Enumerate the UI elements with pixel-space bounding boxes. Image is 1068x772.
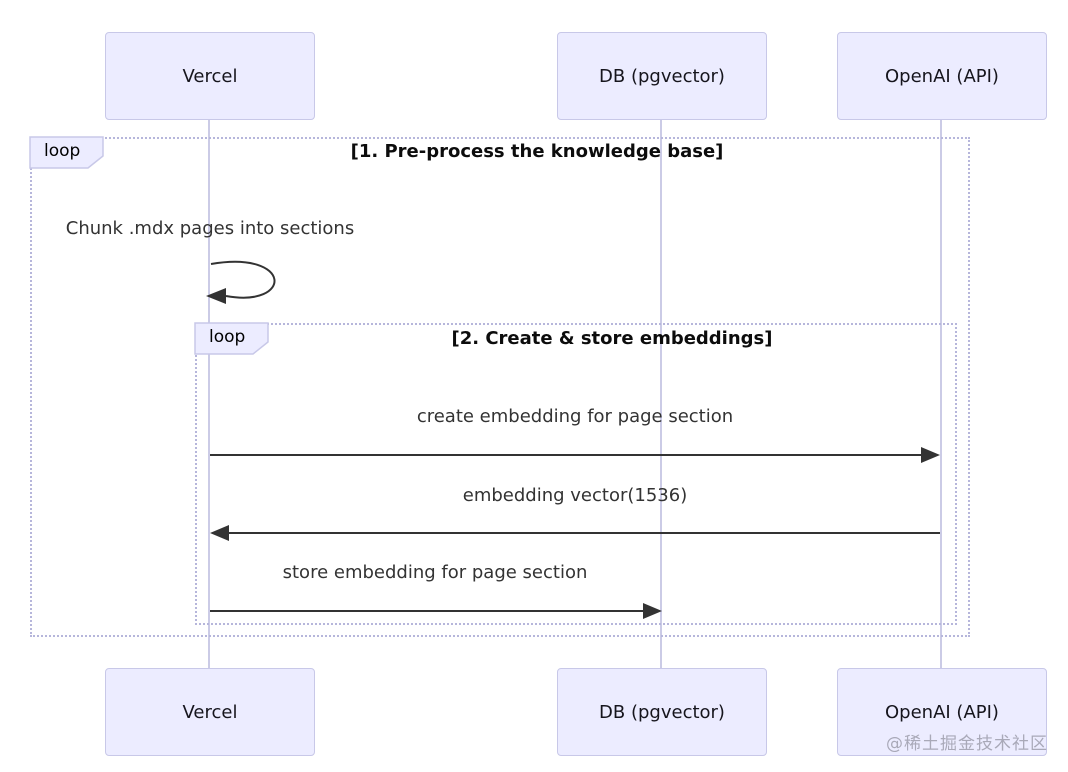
- loop-2-frame: [195, 323, 957, 625]
- message-self-text: Chunk .mdx pages into sections: [65, 218, 355, 239]
- actor-label: Vercel: [182, 65, 238, 87]
- actor-label: DB (pgvector): [599, 701, 725, 723]
- actor-label: OpenAI (API): [885, 65, 999, 87]
- loop-2-title: [2. Create & store embeddings]: [451, 328, 773, 349]
- message-1-text: create embedding for page section: [416, 406, 734, 427]
- message-3-text: store embedding for page section: [282, 562, 588, 583]
- actor-bottom-openai: OpenAI (API): [837, 668, 1047, 756]
- loop-2-keyword: loop: [209, 327, 246, 347]
- actor-bottom-vercel: Vercel: [105, 668, 315, 756]
- lifeline-openai: [940, 119, 942, 669]
- actor-top-vercel: Vercel: [105, 32, 315, 120]
- lifeline-db: [660, 119, 662, 669]
- actor-top-openai: OpenAI (API): [837, 32, 1047, 120]
- message-2-text: embedding vector(1536): [462, 485, 688, 506]
- actor-bottom-db: DB (pgvector): [557, 668, 767, 756]
- loop-1-title: [1. Pre-process the knowledge base]: [350, 141, 724, 162]
- actor-label: DB (pgvector): [599, 65, 725, 87]
- loop-1-keyword: loop: [44, 141, 81, 161]
- loop-1-frame: [30, 137, 970, 637]
- actor-top-db: DB (pgvector): [557, 32, 767, 120]
- actor-label: Vercel: [182, 701, 238, 723]
- actor-label: OpenAI (API): [885, 701, 999, 723]
- watermark-text: @稀土掘金技术社区: [886, 734, 1048, 754]
- lifeline-vercel: [208, 119, 210, 669]
